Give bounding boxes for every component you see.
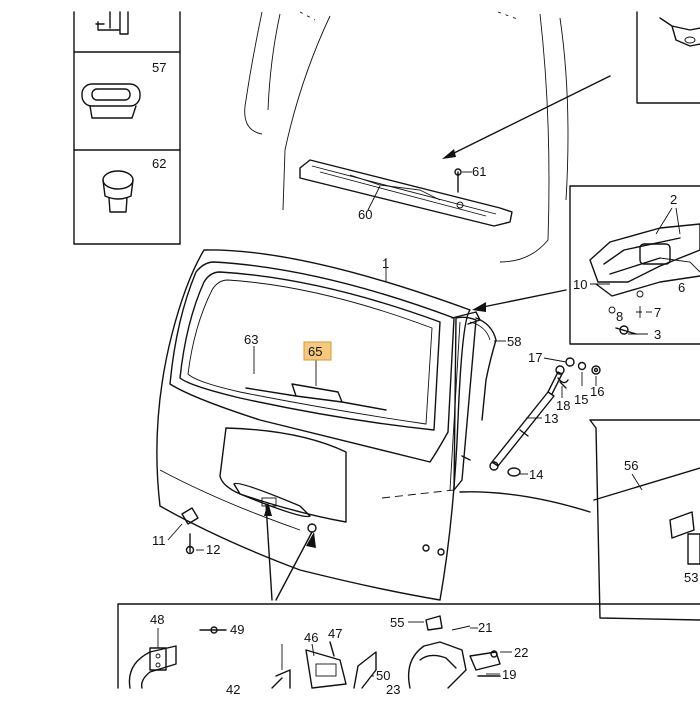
pointer-arrows-bottom	[264, 502, 316, 601]
callout-19[interactable]: 19	[502, 667, 516, 682]
callout-16[interactable]: 16	[590, 384, 604, 399]
callout-56[interactable]: 56	[624, 458, 638, 473]
inset-panel-left	[73, 11, 181, 245]
callout-55[interactable]: 55	[390, 615, 404, 630]
weatherstrip-seal	[469, 317, 497, 421]
callout-53[interactable]: 53	[684, 570, 698, 585]
callout-13[interactable]: 13	[544, 411, 558, 426]
callout-8[interactable]: 8	[616, 309, 623, 324]
callout-65[interactable]: 65	[308, 344, 322, 359]
pointer-arrow-latch	[472, 289, 567, 312]
callout-57[interactable]: 57	[152, 60, 166, 75]
vehicle-body-outline	[244, 11, 569, 263]
callout-49[interactable]: 49	[230, 622, 244, 637]
callout-50[interactable]: 50	[376, 668, 390, 683]
callout-58[interactable]: 58	[507, 334, 521, 349]
inset-panel-bottom	[117, 603, 700, 689]
callout-labels: 57 62 61 60 1 2 10 7 8 3 6 58 63 65 17 1…	[150, 60, 698, 697]
callout-10[interactable]: 10	[573, 277, 587, 292]
screw-icon	[454, 168, 462, 193]
callout-23[interactable]: 23	[386, 682, 400, 697]
callout-12[interactable]: 12	[206, 542, 220, 557]
plug-icon	[102, 170, 134, 213]
callout-63[interactable]: 63	[244, 332, 258, 347]
callout-62[interactable]: 62	[152, 156, 166, 171]
callout-61[interactable]: 61	[472, 164, 486, 179]
pointer-arrow-top	[442, 75, 611, 159]
callout-15[interactable]: 15	[574, 392, 588, 407]
highlight-box	[303, 341, 332, 361]
callout-21[interactable]: 21	[478, 620, 492, 635]
inset-panel-top-right	[636, 11, 700, 104]
callout-6[interactable]: 6	[678, 280, 685, 295]
ball-joint-parts	[557, 357, 601, 389]
bracket-icon	[95, 11, 129, 35]
callout-7[interactable]: 7	[654, 305, 661, 320]
leader-lines	[157, 171, 681, 677]
inner-trim-panel	[589, 419, 700, 621]
callout-18[interactable]: 18	[556, 398, 570, 413]
callout-1[interactable]: 1	[382, 256, 389, 271]
callout-22[interactable]: 22	[514, 645, 528, 660]
washer-icon	[507, 467, 521, 477]
callout-48[interactable]: 48	[150, 612, 164, 627]
callout-14[interactable]: 14	[529, 467, 543, 482]
callout-65-highlight[interactable]: 65	[303, 341, 332, 361]
callout-17[interactable]: 17	[528, 350, 542, 365]
gas-strut	[489, 365, 565, 471]
callout-46[interactable]: 46	[304, 630, 318, 645]
callout-2[interactable]: 2	[670, 192, 677, 207]
grommet-icon	[81, 83, 141, 119]
inset-panel-latch	[569, 185, 700, 345]
callout-11[interactable]: 11	[152, 533, 166, 548]
roof-trim-strip	[299, 159, 513, 227]
callout-3[interactable]: 3	[654, 327, 661, 342]
callout-42[interactable]: 42	[226, 682, 240, 697]
callout-47[interactable]: 47	[328, 626, 342, 641]
callout-60[interactable]: 60	[358, 207, 372, 222]
bump-stop-icon	[181, 507, 199, 555]
